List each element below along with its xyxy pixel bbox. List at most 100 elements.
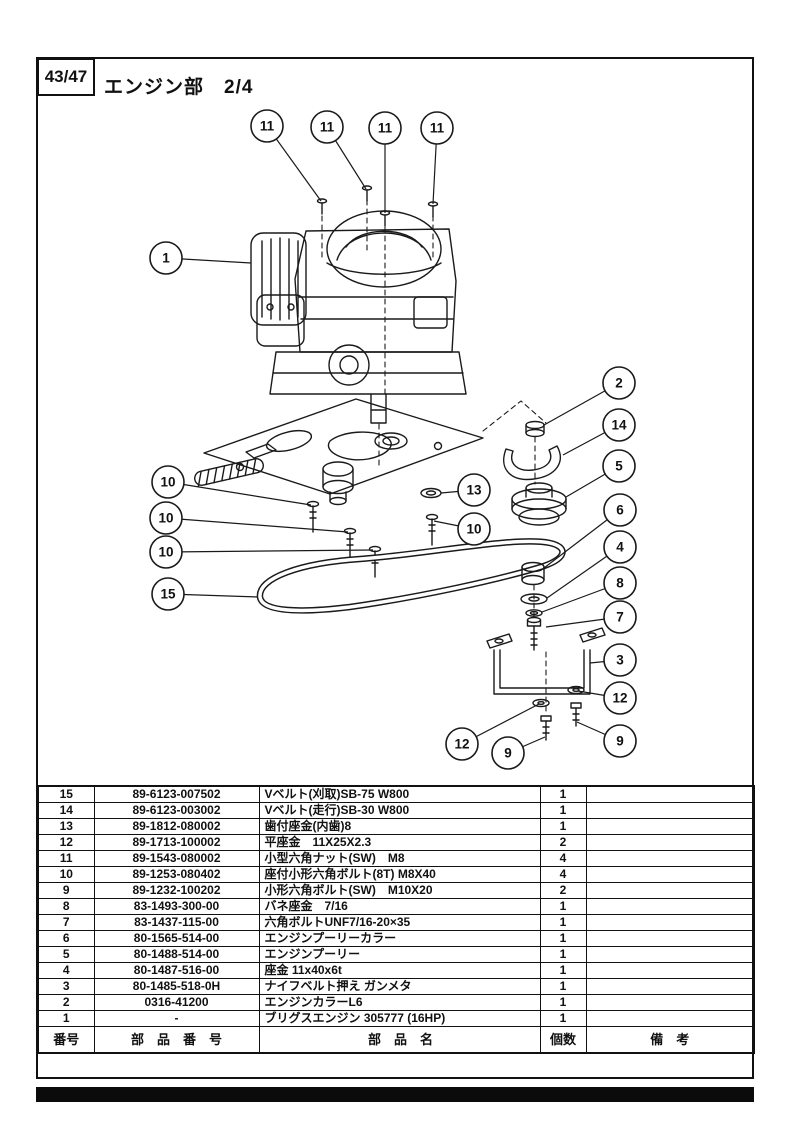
part-row-number: 15 <box>37 785 95 803</box>
callout-balloon-13: 13 <box>440 473 491 507</box>
part-qty-cell: 1 <box>539 962 587 979</box>
part-qty-cell: 1 <box>539 802 587 819</box>
part-name-cell: 小型六角ナット(SW) M8 <box>258 850 541 867</box>
callout-number: 11 <box>260 119 275 134</box>
callout-balloon-4: 4 <box>546 530 637 599</box>
part-number-cell: 80-1488-514-00 <box>93 946 260 963</box>
bottom-hardware-illustration <box>532 685 585 741</box>
part-row-number: 14 <box>37 802 95 819</box>
part-row-number: 3 <box>37 978 95 995</box>
header-no: 番号 <box>37 1026 95 1054</box>
callout-balloon-10: 10 <box>151 465 312 506</box>
part-qty-cell: 1 <box>539 930 587 947</box>
part-name-cell: エンジンプーリーカラー <box>258 930 541 947</box>
part-number-cell: - <box>93 1010 260 1027</box>
part-row-number: 10 <box>37 866 95 883</box>
part-qty-cell: 1 <box>539 994 587 1011</box>
part-qty-cell: 1 <box>539 946 587 963</box>
part-name-cell: 座金 11x40x6t <box>258 962 541 979</box>
callout-balloon-14: 14 <box>562 408 636 456</box>
part-qty-cell: 2 <box>539 882 587 899</box>
part-number-cell: 83-1437-115-00 <box>93 914 260 931</box>
callout-balloon-2: 2 <box>543 366 636 426</box>
callout-number: 10 <box>466 522 481 537</box>
part-name-cell: 座付小形六角ボルト(8T) M8X40 <box>258 866 541 883</box>
part-number-cell: 89-6123-007502 <box>93 785 260 803</box>
callout-balloon-9: 9 <box>491 736 546 770</box>
part-qty-cell: 1 <box>539 978 587 995</box>
callout-number: 10 <box>158 545 173 560</box>
callout-number: 7 <box>616 610 624 625</box>
part-row-number: 12 <box>37 834 95 851</box>
callout-number: 14 <box>611 418 627 433</box>
part-number-cell: 89-6123-003002 <box>93 802 260 819</box>
part-name-cell: 六角ボルトUNF7/16-20×35 <box>258 914 541 931</box>
callout-balloon-12: 12 <box>445 703 540 761</box>
part-remarks-cell <box>585 785 755 803</box>
header-qty: 個数 <box>539 1026 587 1054</box>
part-row-number: 11 <box>37 850 95 867</box>
callout-number: 11 <box>430 121 445 136</box>
callout-number: 13 <box>466 483 482 498</box>
part-remarks-cell <box>585 930 755 947</box>
callout-number: 11 <box>320 120 335 135</box>
part-remarks-cell <box>585 994 755 1011</box>
callout-number: 12 <box>612 691 627 706</box>
callout-balloon-6: 6 <box>543 493 637 569</box>
part-row-number: 6 <box>37 930 95 947</box>
parts-table-header-row: 番号 部 品 番 号 部 品 名 個数 備 考 <box>37 1026 755 1054</box>
part-remarks-cell <box>585 898 755 915</box>
part-name-cell: Vベルト(走行)SB-30 W800 <box>258 802 541 819</box>
v-belt-illustration <box>256 538 566 614</box>
callout-balloon-10: 10 <box>433 512 491 546</box>
callout-balloon-11: 11 <box>420 111 454 205</box>
part-remarks-cell <box>585 946 755 963</box>
callout-number: 5 <box>615 459 623 474</box>
mount-plate-illustration <box>203 398 484 506</box>
part-name-cell: ブリグスエンジン 305777 (16HP) <box>258 1010 541 1027</box>
part-row-number: 8 <box>37 898 95 915</box>
part-qty-cell: 4 <box>539 866 587 883</box>
part-row-number: 2 <box>37 994 95 1011</box>
callout-balloon-11: 11 <box>368 111 402 213</box>
toothed-washer-illustration <box>420 487 442 499</box>
part-name-cell: エンジンカラーL6 <box>258 994 541 1011</box>
part-row-number: 4 <box>37 962 95 979</box>
callout-balloon-9: 9 <box>576 721 637 758</box>
callout-balloon-7: 7 <box>545 600 637 634</box>
part-remarks-cell <box>585 866 755 883</box>
part-remarks-cell <box>585 882 755 899</box>
part-number-cell: 80-1487-516-00 <box>93 962 260 979</box>
callout-number: 6 <box>616 503 624 518</box>
assembly-guide-lines <box>321 199 547 714</box>
part-number-cell: 80-1565-514-00 <box>93 930 260 947</box>
callout-number: 15 <box>160 587 176 602</box>
callout-balloon-15: 15 <box>151 577 259 611</box>
part-qty-cell: 2 <box>539 834 587 851</box>
callout-balloon-3: 3 <box>589 643 637 677</box>
part-qty-cell: 4 <box>539 850 587 867</box>
callout-balloon-8: 8 <box>541 566 637 613</box>
part-number-cell: 89-1713-100002 <box>93 834 260 851</box>
part-remarks-cell <box>585 1010 755 1027</box>
callout-number: 9 <box>616 734 624 749</box>
page-number: 43/47 <box>44 67 88 86</box>
part-remarks-cell <box>585 850 755 867</box>
part-remarks-cell <box>585 914 755 931</box>
part-name-cell: 小形六角ボルト(SW) M10X20 <box>258 882 541 899</box>
part-number-cell: 89-1232-100202 <box>93 882 260 899</box>
callout-balloon-11: 11 <box>310 110 367 190</box>
spring-roller-illustration <box>194 457 264 487</box>
